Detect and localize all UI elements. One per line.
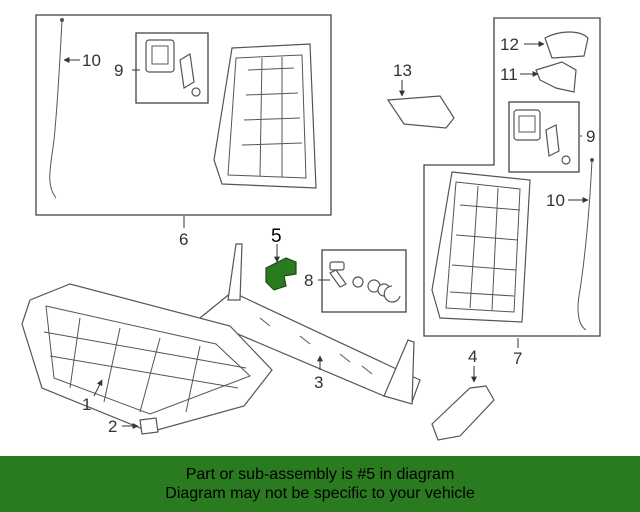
group-box-9-right: [508, 101, 580, 173]
part-13-trim: [386, 95, 455, 129]
seat-back-frame-right: [431, 171, 531, 323]
latch-9-right: [513, 109, 571, 165]
part-5-bracket-highlighted: [265, 257, 297, 291]
part-2-clip: [139, 417, 159, 435]
part-3-crossmember: [198, 243, 421, 405]
cable-10-right: [577, 159, 593, 331]
callout-5: 5: [271, 226, 282, 247]
callout-10-left: 10: [82, 51, 101, 70]
parts-diagram: 10 9 6 5 8 13 12 11 9 10 7 1 2 3 4: [21, 14, 601, 441]
callout-13: 13: [393, 61, 412, 80]
callout-12: 12: [500, 35, 519, 54]
callout-3: 3: [314, 373, 323, 392]
latch-9-left: [145, 39, 201, 97]
callout-4: 4: [468, 347, 477, 366]
group-box-9-left: [135, 32, 209, 104]
group-box-8: [321, 249, 407, 313]
callout-6: 6: [179, 230, 188, 249]
info-banner: Part or sub-assembly is #5 in diagram Di…: [0, 456, 640, 512]
group-box-7: [423, 17, 601, 337]
callout-1: 1: [82, 395, 91, 414]
callout-10-right: 10: [546, 191, 565, 210]
callout-9-left: 9: [114, 61, 123, 80]
banner-line-2: Diagram may not be specific to your vehi…: [165, 485, 475, 502]
part-4-bracket: [431, 385, 495, 441]
cable-10-left: [49, 19, 63, 199]
callout-7: 7: [513, 349, 522, 368]
banner-line-1: Part or sub-assembly is #5 in diagram: [185, 466, 455, 483]
group-box-6: [35, 14, 332, 216]
part-12-cover: [544, 31, 589, 59]
part-11-bracket: [535, 61, 577, 93]
seat-back-frame-left: [213, 43, 317, 189]
callout-2: 2: [108, 417, 117, 436]
callout-8: 8: [304, 271, 313, 290]
fastener-set-8: [329, 261, 401, 303]
callout-11: 11: [500, 65, 518, 84]
callout-9-right: 9: [586, 127, 595, 146]
part-1-cushion-frame: [21, 283, 273, 433]
